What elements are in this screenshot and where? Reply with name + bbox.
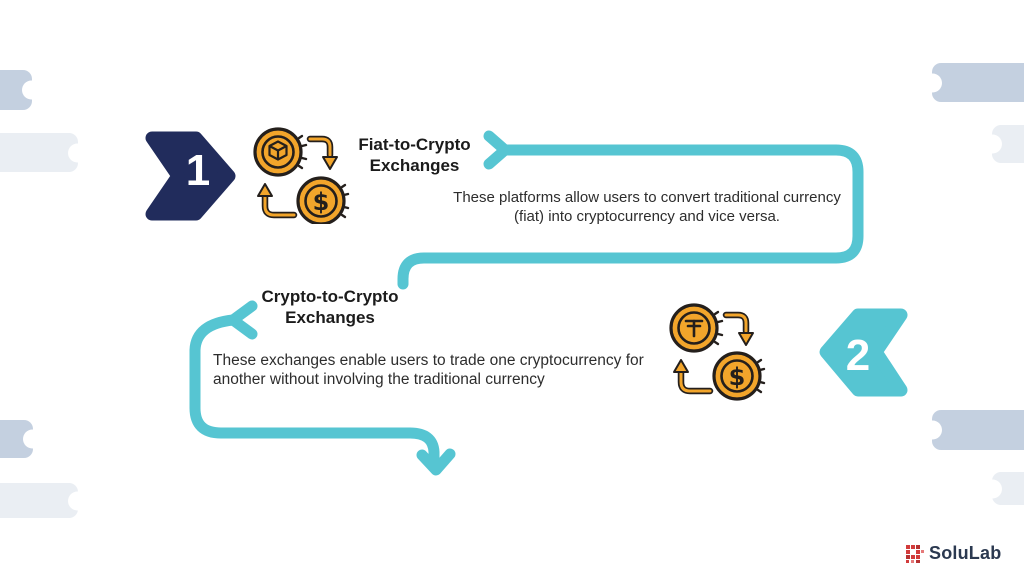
edge-tab-right-top-gray — [992, 125, 1024, 163]
edge-tab-right-top-blue — [932, 63, 1024, 102]
fiat-to-crypto-coins-icon: $ — [253, 127, 350, 224]
crypto-to-crypto-coins-icon: $ — [669, 303, 766, 401]
step-2-number: 2 — [845, 331, 871, 380]
solulab-logo-text: SoluLab — [929, 543, 1002, 563]
connector-1-path — [397, 144, 864, 290]
step-2-arrow-badge — [819, 308, 908, 397]
step-1-description: These platforms allow users to convert t… — [453, 189, 841, 225]
edge-tab-left-bottom-gray — [0, 483, 78, 518]
edge-tab-right-bottom-blue — [932, 410, 1024, 450]
step-1-arrow-badge — [145, 131, 236, 221]
solulab-logo: SoluLab — [906, 543, 1001, 564]
cube-symbol-icon — [268, 140, 288, 161]
dollar-symbol: $ — [313, 188, 330, 216]
step-2-title: Crypto-to-Crypto Exchanges — [261, 287, 399, 327]
crypto-coin-icon — [253, 127, 308, 177]
edge-tab-left-top-gray — [0, 133, 78, 172]
solulab-pixel-icon — [906, 544, 924, 563]
dollar-coin-icon: $ — [296, 176, 350, 224]
connector-2-down-arrowhead-icon — [416, 448, 456, 476]
exchange-arrow-down-icon — [722, 311, 754, 346]
edge-tab-left-bottom-blue — [0, 420, 33, 458]
step-1-number: 1 — [185, 146, 211, 195]
step-2-description: These exchanges enable users to trade on… — [213, 352, 644, 388]
exchange-arrow-down-icon — [306, 135, 338, 170]
tether-coin-icon — [669, 303, 724, 353]
dollar-coin-icon: $ — [712, 351, 766, 401]
edge-tab-right-bottom-gray — [992, 472, 1024, 505]
exchange-arrow-up-icon — [257, 183, 298, 219]
dollar-symbol: $ — [729, 363, 746, 391]
step-1-title: Fiat-to-Crypto Exchanges — [358, 135, 471, 175]
tether-symbol-icon — [684, 319, 704, 338]
exchange-arrow-up-icon — [673, 359, 714, 395]
connector-2-path — [189, 314, 440, 463]
edge-tab-left-top-blue — [0, 70, 32, 110]
